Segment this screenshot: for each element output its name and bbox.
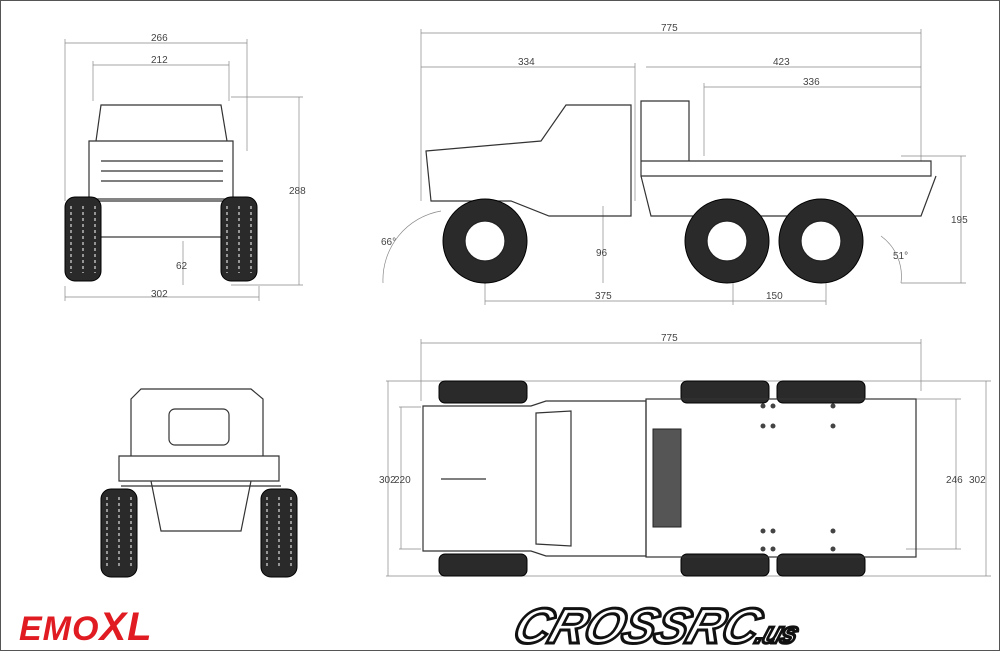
side-wheels xyxy=(442,198,864,284)
side-bed-336: 336 xyxy=(803,77,820,88)
top-rear-width-246: 246 xyxy=(946,475,963,486)
top-rear-width-302: 302 xyxy=(969,475,986,486)
top-front-width-302: 302 xyxy=(379,475,396,486)
emo-xl-logo: EMOXL xyxy=(19,605,153,649)
top-length-775: 775 xyxy=(661,333,678,344)
side-length-775: 775 xyxy=(661,23,678,34)
front-track-302: 302 xyxy=(151,289,168,300)
front-clearance-62: 62 xyxy=(176,261,188,272)
side-cab-334: 334 xyxy=(518,57,535,68)
front-view: 266 212 288 62 302 xyxy=(64,33,306,301)
side-clearance-96: 96 xyxy=(596,248,608,259)
crossrc-logo: CROSSRC.us xyxy=(505,597,803,651)
side-view: 775 334 423 336 66° 51° 96 195 375 150 xyxy=(381,23,968,305)
departure-angle: 51° xyxy=(893,251,908,262)
front-height-288: 288 xyxy=(289,186,306,197)
front-width-212: 212 xyxy=(151,55,168,66)
rear-view xyxy=(100,388,298,578)
top-view: 775 302 220 246 302 xyxy=(379,333,991,577)
wheelbase-150: 150 xyxy=(766,291,783,302)
side-rear-423: 423 xyxy=(773,57,790,68)
side-height-195: 195 xyxy=(951,215,968,226)
approach-angle: 66° xyxy=(381,237,396,248)
wheelbase-375: 375 xyxy=(595,291,612,302)
front-width-266: 266 xyxy=(151,33,168,44)
top-front-width-220: 220 xyxy=(394,475,411,486)
